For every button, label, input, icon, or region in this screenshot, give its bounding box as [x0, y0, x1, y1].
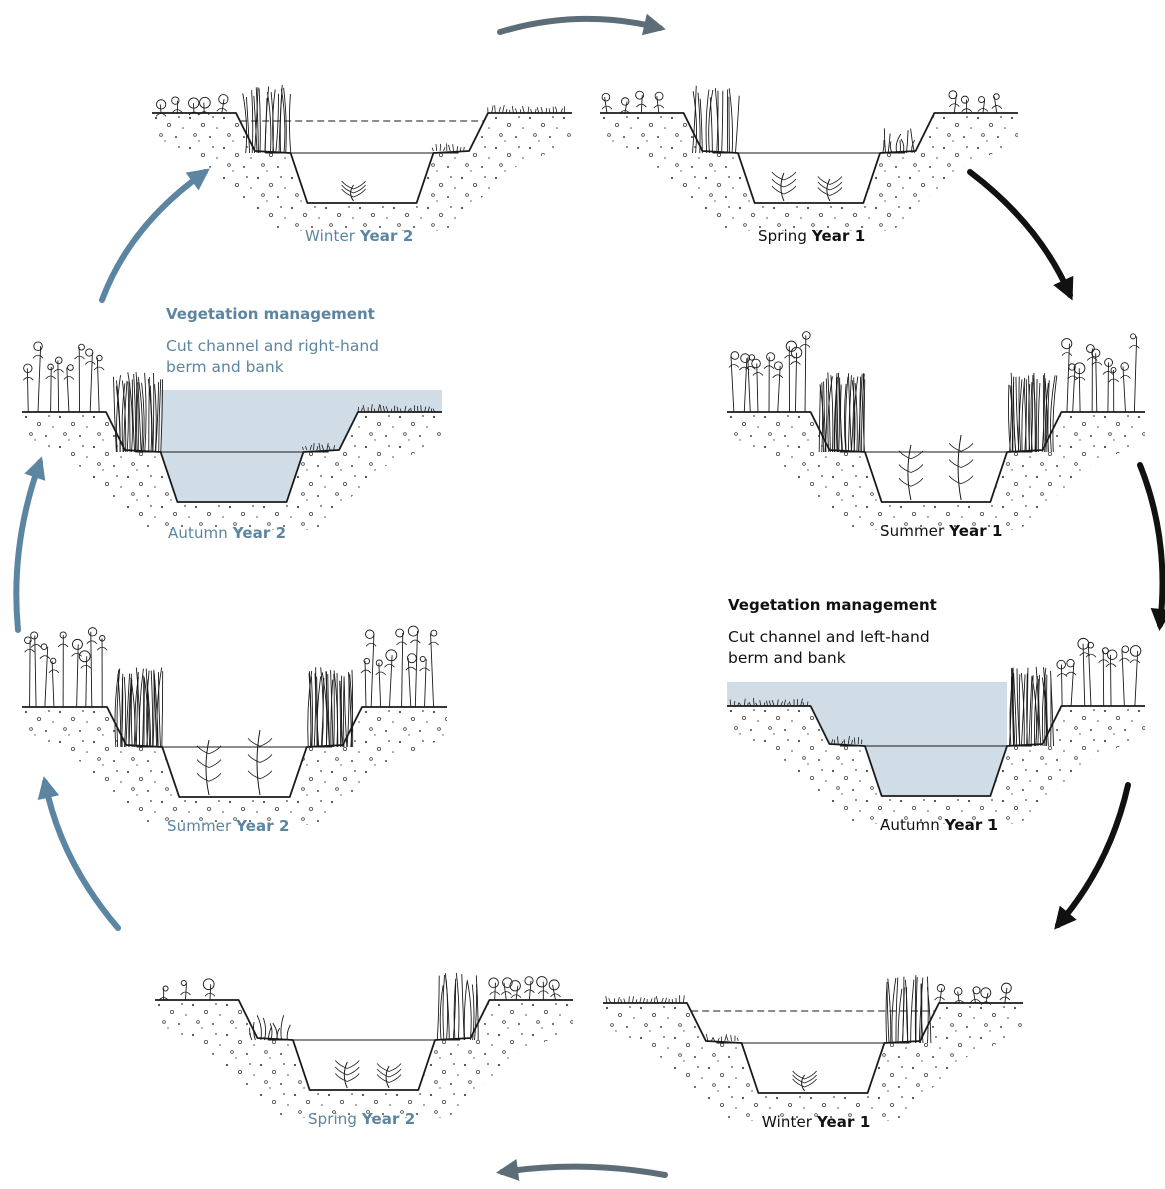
label-winter-year-2: Winter Year 2	[305, 227, 414, 245]
label-autumn-year-2: Autumn Year 2	[168, 524, 287, 542]
arrowhead-icon	[1054, 905, 1077, 930]
channel-profile	[152, 112, 572, 204]
label-summer-year-1: Summer Year 1	[880, 522, 1003, 540]
cycle-arrow-icon	[499, 1163, 668, 1178]
management-note-left-hand: Vegetation management Cut channel and le…	[728, 595, 937, 669]
label-autumn-year-1: Autumn Year 1	[880, 816, 999, 834]
channel-cross-section-winter-year-1	[603, 975, 1023, 1121]
channel-profile	[155, 999, 573, 1091]
arrowhead-icon	[37, 776, 60, 800]
management-detail-line: Cut channel and right-hand	[166, 337, 379, 355]
cycle-arrow-icon	[497, 15, 663, 35]
management-heading: Vegetation management	[728, 596, 937, 614]
management-detail-line: Cut channel and left-hand	[728, 628, 930, 646]
channel-cross-section-autumn-year-2	[22, 341, 442, 530]
arrowhead-icon	[24, 456, 46, 481]
cycle-arrow-icon	[1137, 462, 1165, 628]
arrowhead-icon	[1053, 275, 1074, 301]
label-summer-year-2: Summer Year 2	[167, 817, 290, 835]
label-spring-year-1: Spring Year 1	[758, 227, 866, 245]
arrowhead-icon	[641, 13, 666, 36]
cut-area-shading	[160, 390, 442, 502]
management-heading: Vegetation management	[166, 305, 375, 323]
cycle-arrow-icon	[1055, 782, 1131, 928]
arrowhead-icon	[185, 168, 210, 191]
channel-profile	[603, 1002, 1023, 1094]
channel-profile	[727, 411, 1145, 503]
channel-cross-section-spring-year-2	[155, 972, 573, 1118]
channel-profile	[600, 112, 1018, 204]
cycle-arrow-icon	[42, 779, 121, 931]
channel-cross-section-winter-year-2	[152, 84, 572, 231]
label-winter-year-1: Winter Year 1	[762, 1113, 871, 1131]
cut-area-shading	[727, 682, 1008, 796]
label-spring-year-2: Spring Year 2	[308, 1110, 416, 1128]
channel-cross-section-summer-year-2	[22, 625, 447, 825]
channel-profile	[727, 705, 1145, 797]
cycle-arrow-icon	[99, 169, 208, 303]
channel-cross-section-autumn-year-1	[727, 637, 1145, 824]
arrowhead-icon	[496, 1159, 520, 1181]
channel-cross-section-summer-year-1	[727, 331, 1145, 530]
management-note-right-hand: Vegetation management Cut channel and ri…	[166, 304, 379, 378]
cycle-arrow-icon	[967, 169, 1073, 298]
channel-cross-section-spring-year-1	[600, 85, 1018, 231]
arrowhead-icon	[1150, 607, 1165, 631]
management-detail-line: berm and bank	[728, 649, 846, 667]
management-detail-line: berm and bank	[166, 358, 284, 376]
cycle-arrow-icon	[13, 459, 43, 633]
